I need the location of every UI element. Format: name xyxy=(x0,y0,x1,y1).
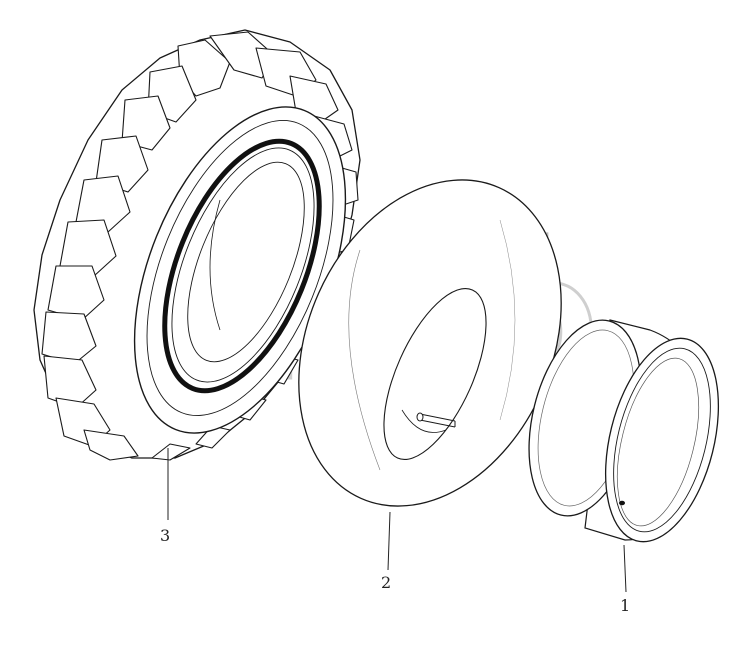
leader-lines xyxy=(167,448,627,593)
callout-rim: 1 xyxy=(620,596,630,615)
callout-tire: 3 xyxy=(160,526,170,545)
callout-tube: 2 xyxy=(381,573,391,592)
tire xyxy=(33,29,361,461)
tire-inner-opening xyxy=(187,161,305,363)
tube-inner-fold xyxy=(401,409,447,433)
callouts: 3 2 1 xyxy=(160,526,630,615)
rim-valve-hole xyxy=(619,500,625,506)
leader-line-tube xyxy=(387,511,391,571)
rim-front-flange-inner xyxy=(613,347,711,533)
tube-valve-stem xyxy=(416,412,456,428)
tube-inner-hole xyxy=(383,287,487,461)
tube-shading-line-2 xyxy=(499,219,516,421)
tube-shading-line xyxy=(348,249,381,471)
inner-tube xyxy=(298,179,562,507)
tire-inner-shadow xyxy=(209,199,221,331)
rim-inner-bore xyxy=(616,357,700,527)
leader-line-rim xyxy=(623,544,627,593)
wheel-rim xyxy=(528,319,720,543)
